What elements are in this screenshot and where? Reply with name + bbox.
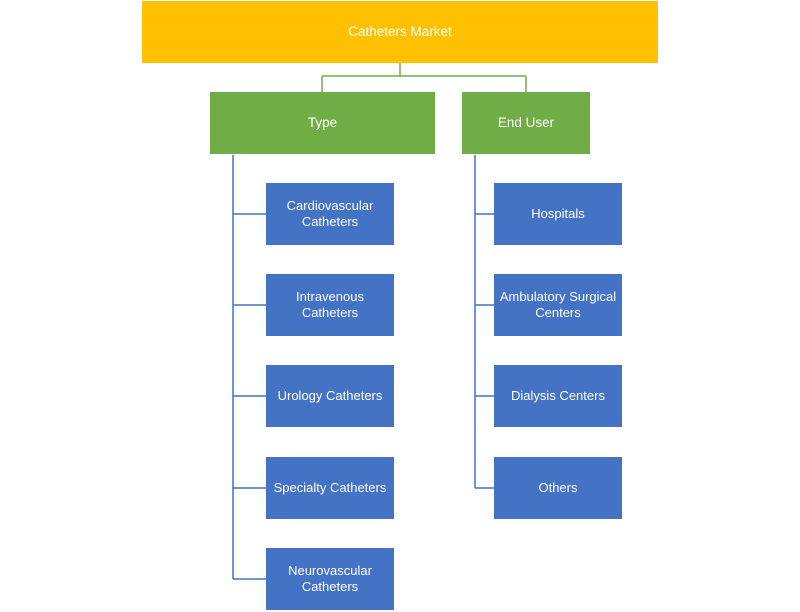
root-connectors xyxy=(321,63,527,92)
leaf-node-ambulatory-surgical-centers: Ambulatory Surgical Centers xyxy=(494,274,622,336)
leaf-node-specialty-catheters: Specialty Catheters xyxy=(266,457,394,519)
category-node-type: Type xyxy=(210,92,435,154)
type-child-connectors xyxy=(232,155,266,580)
leaf-node-cardiovascular-catheters: Cardiovascular Catheters xyxy=(266,183,394,245)
leaf-node-dialysis-centers: Dialysis Centers xyxy=(494,365,622,427)
leaf-node-others: Others xyxy=(494,457,622,519)
leaf-node-neurovascular-catheters: Neurovascular Catheters xyxy=(266,548,394,610)
leaf-node-intravenous-catheters: Intravenous Catheters xyxy=(266,274,394,336)
root-node: Catheters Market xyxy=(142,1,658,63)
leaf-node-hospitals: Hospitals xyxy=(494,183,622,245)
leaf-node-urology-catheters: Urology Catheters xyxy=(266,365,394,427)
category-node-end-user: End User xyxy=(462,92,590,154)
enduser-child-connectors xyxy=(474,155,494,489)
